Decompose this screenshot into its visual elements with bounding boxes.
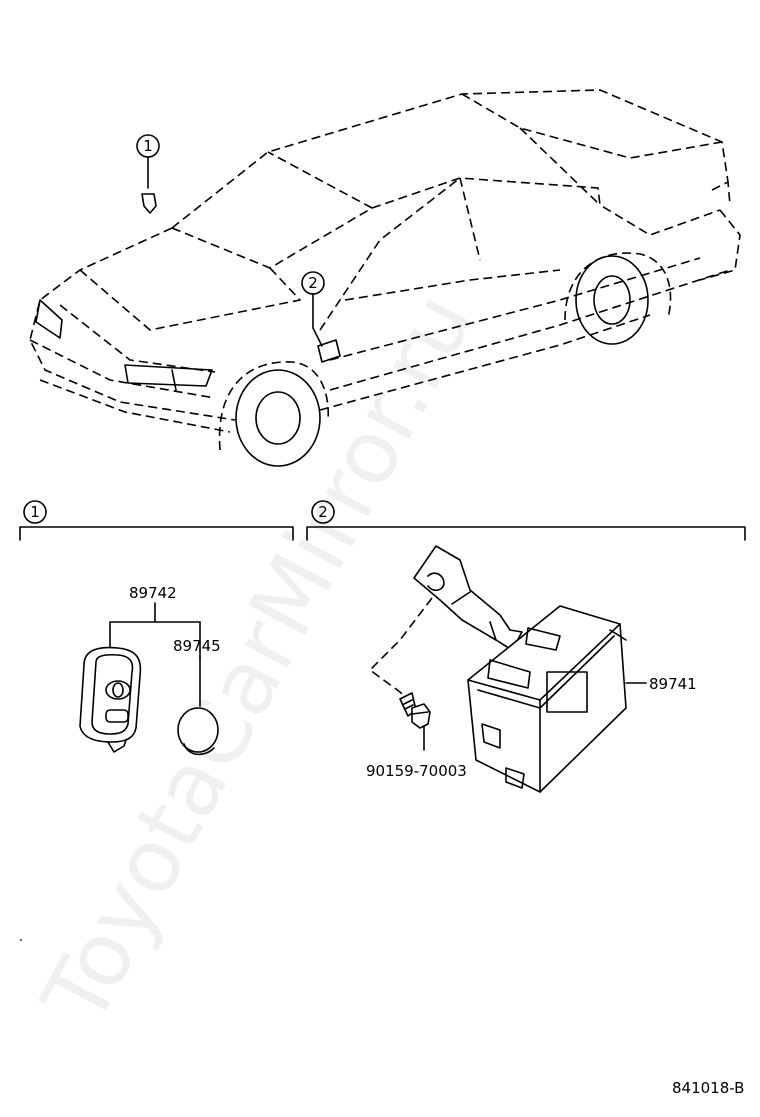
key-transmitter-group: 89742 89745 (79, 584, 221, 756)
callout-number: 2 (308, 274, 318, 292)
receiver-location-marker (317, 339, 341, 363)
section-number: 2 (318, 503, 328, 521)
callout-number: 1 (143, 137, 153, 155)
diagram-code: 841018-B (672, 1079, 744, 1097)
section-number: 1 (30, 503, 40, 521)
receiver-assembly-group: 90159-70003 89741 (366, 545, 697, 793)
battery-icon (177, 707, 219, 756)
bracket-icon (413, 545, 523, 651)
scan-dot (20, 939, 22, 941)
part-number-label: 89742 (129, 584, 177, 602)
section-1-header: 1 (19, 500, 294, 541)
part-number-label: 89741 (649, 675, 697, 693)
bolt-icon (399, 692, 431, 729)
part-number-label: 89745 (173, 637, 221, 655)
section-2-header: 2 (306, 500, 746, 541)
callout-receiver-location: 2 (301, 271, 341, 363)
key-fob-icon (79, 646, 142, 753)
receiver-ecu-icon (467, 605, 627, 793)
key-location-marker (141, 193, 157, 214)
callout-key-location: 1 (136, 134, 160, 214)
car-outline-illustration (29, 89, 741, 467)
part-number-label: 90159-70003 (366, 762, 467, 780)
